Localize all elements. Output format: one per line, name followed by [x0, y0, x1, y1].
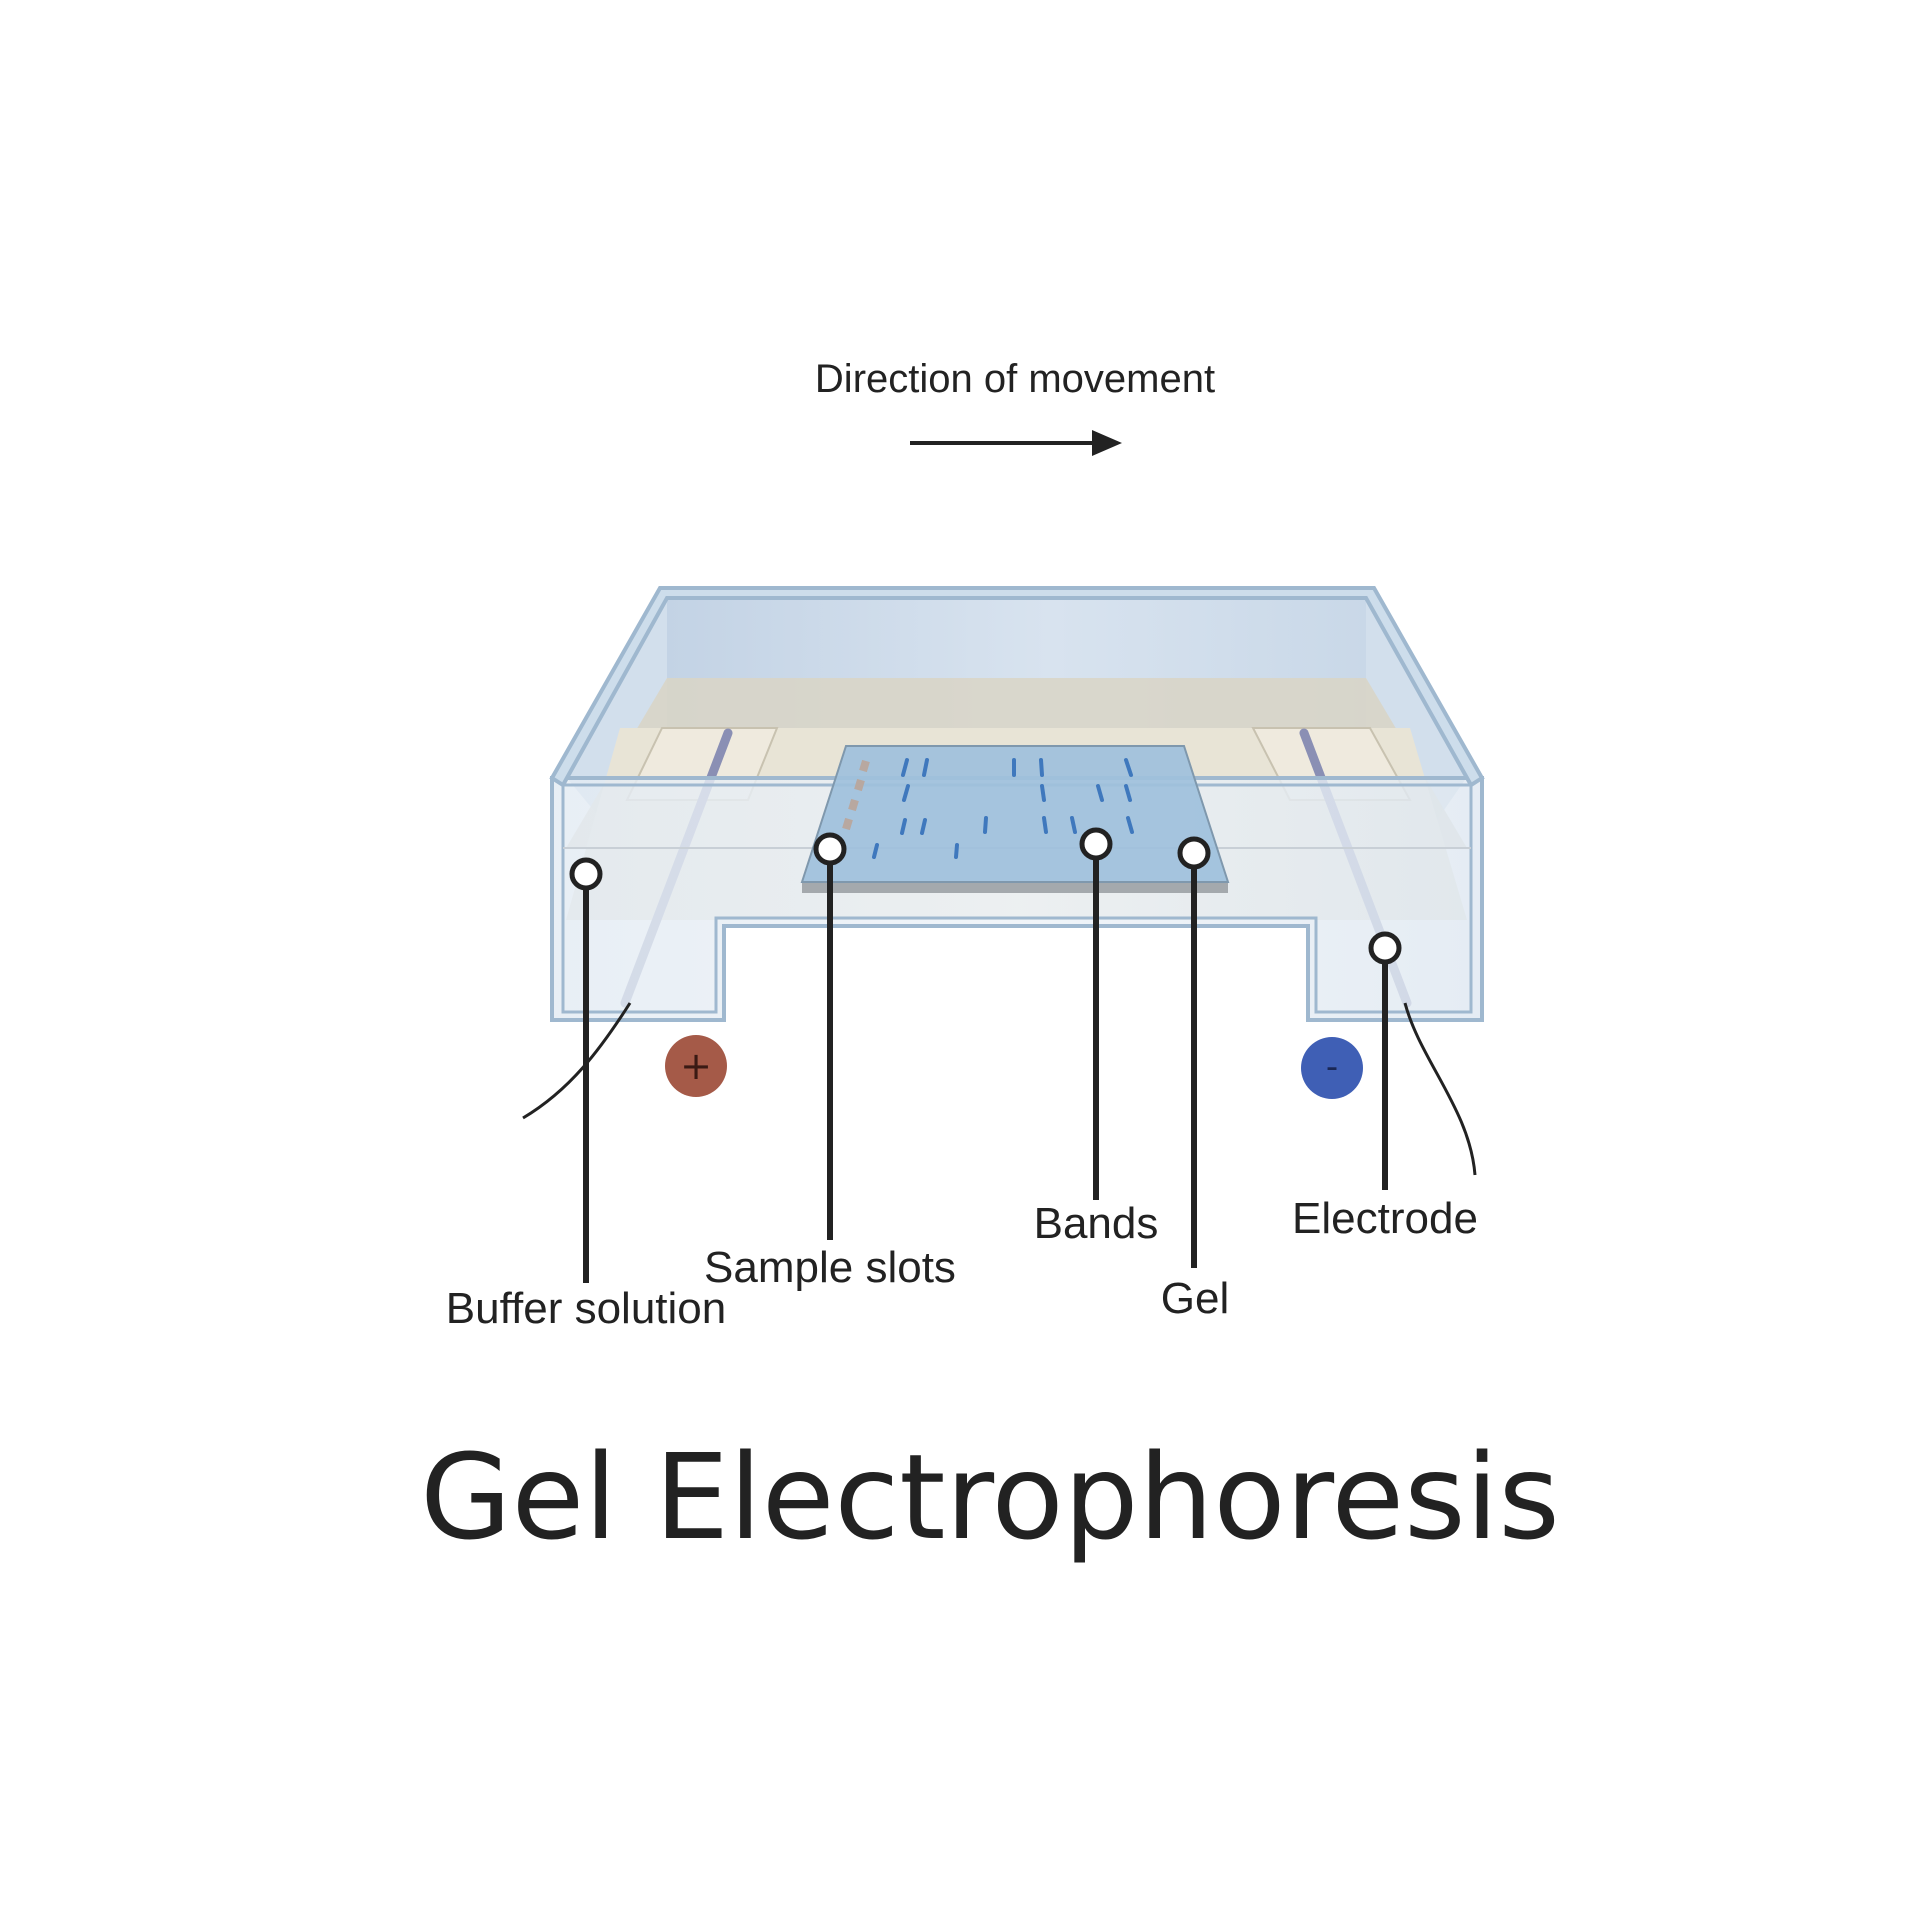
gel-pin	[1177, 836, 1211, 870]
sample-slot	[854, 778, 865, 792]
band	[1042, 816, 1048, 834]
label-electrode: Electrode	[1292, 1194, 1478, 1243]
negative-cable	[1403, 1002, 1477, 1176]
band	[1126, 816, 1134, 834]
band	[1039, 758, 1044, 777]
band	[901, 758, 909, 777]
positive-terminal-icon	[665, 1035, 727, 1097]
direction-of-movement: Direction of movement	[815, 357, 1215, 456]
label-buffer-solution: Buffer solution	[446, 1284, 726, 1333]
positive-cable	[522, 1002, 632, 1120]
label-sample-slots: Sample slots	[704, 1243, 956, 1292]
bands-pin	[1079, 827, 1113, 861]
buffer-solution-pin	[569, 857, 603, 891]
band	[1096, 784, 1104, 802]
power-cables	[522, 1002, 1477, 1176]
sample-slots	[842, 759, 870, 831]
positive-terminal-symbol: +	[680, 1044, 712, 1088]
dna-bands	[872, 758, 1134, 859]
diagram-title: Gel Electrophoresis	[420, 1428, 1560, 1566]
sample-slot	[842, 817, 853, 831]
band	[954, 843, 959, 859]
band	[920, 818, 927, 835]
sample-slot	[859, 759, 870, 773]
direction-arrow-icon	[910, 430, 1122, 456]
electrode-pin	[1368, 931, 1402, 965]
sample-slot	[848, 798, 859, 812]
label-bands: Bands	[1034, 1199, 1159, 1248]
negative-terminal-icon	[1301, 1037, 1363, 1099]
band	[872, 843, 879, 859]
direction-label: Direction of movement	[815, 357, 1215, 401]
band	[1124, 758, 1133, 777]
negative-terminal-symbol: -	[1326, 1047, 1338, 1087]
negative-terminal: -	[1301, 1037, 1363, 1099]
label-gel: Gel	[1161, 1274, 1229, 1323]
gel-slab	[800, 745, 1230, 893]
sample-slots-pin	[813, 832, 847, 866]
band	[902, 784, 910, 802]
band	[1124, 784, 1132, 802]
band	[1040, 784, 1046, 802]
band	[983, 816, 988, 834]
label-leaders	[569, 827, 1402, 1283]
positive-terminal: +	[665, 1035, 727, 1097]
band	[922, 758, 929, 777]
band	[900, 818, 907, 835]
band	[1070, 816, 1077, 834]
